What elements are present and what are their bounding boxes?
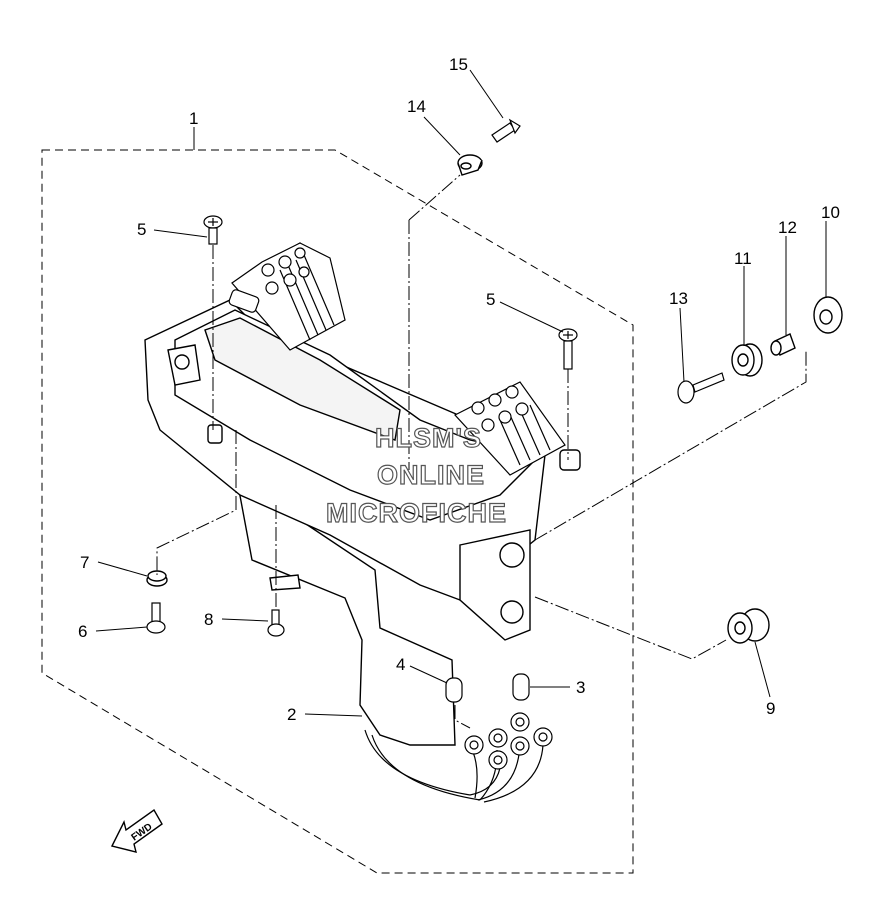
callout-7: 7 (80, 553, 89, 572)
heat-sink-right (454, 381, 566, 476)
callout-8: 8 (204, 610, 213, 629)
screw-8 (267, 609, 285, 637)
callout-labels: 1 2 3 4 5 5 6 7 8 9 10 11 12 13 14 15 (78, 55, 840, 724)
callout-15: 15 (449, 55, 468, 74)
callout-4: 4 (396, 655, 405, 674)
fwd-arrow-icon: FWD (110, 808, 163, 853)
leader-lines (95, 69, 827, 729)
collar-14 (457, 154, 483, 176)
callout-14: 14 (407, 97, 426, 116)
grommet-11 (731, 343, 763, 377)
meter-housing (144, 299, 581, 746)
callout-13: 13 (669, 289, 688, 308)
callout-6: 6 (78, 622, 87, 641)
heat-sink-left (228, 242, 346, 351)
callout-3: 3 (576, 678, 585, 697)
screw-5-right (558, 328, 578, 370)
callout-9: 9 (766, 699, 775, 718)
bolt-13 (677, 372, 725, 404)
callout-10: 10 (821, 203, 840, 222)
screw-5-left (203, 215, 223, 245)
assembly-boundary (41, 149, 634, 874)
callout-5-right: 5 (486, 290, 495, 309)
bulb-3 (512, 673, 530, 701)
screw-15 (491, 118, 521, 143)
watermark: HLSM'S ONLINE MICROFICHE (325, 422, 507, 528)
washer-10 (813, 296, 843, 334)
bolt-6 (146, 602, 166, 634)
grommet-9 (727, 608, 770, 644)
collar-7 (146, 570, 168, 587)
callout-12: 12 (778, 218, 797, 237)
watermark-line-3: MICROFICHE (326, 498, 507, 528)
callout-2: 2 (287, 705, 296, 724)
collar-12 (770, 333, 796, 356)
bulb-4 (445, 677, 463, 703)
watermark-line-1: HLSM'S (375, 423, 482, 453)
watermark-line-2: ONLINE (377, 460, 485, 490)
bulb-sockets (464, 712, 553, 770)
callout-5-left: 5 (137, 220, 146, 239)
callout-11: 11 (734, 249, 752, 268)
callout-1: 1 (189, 109, 198, 128)
